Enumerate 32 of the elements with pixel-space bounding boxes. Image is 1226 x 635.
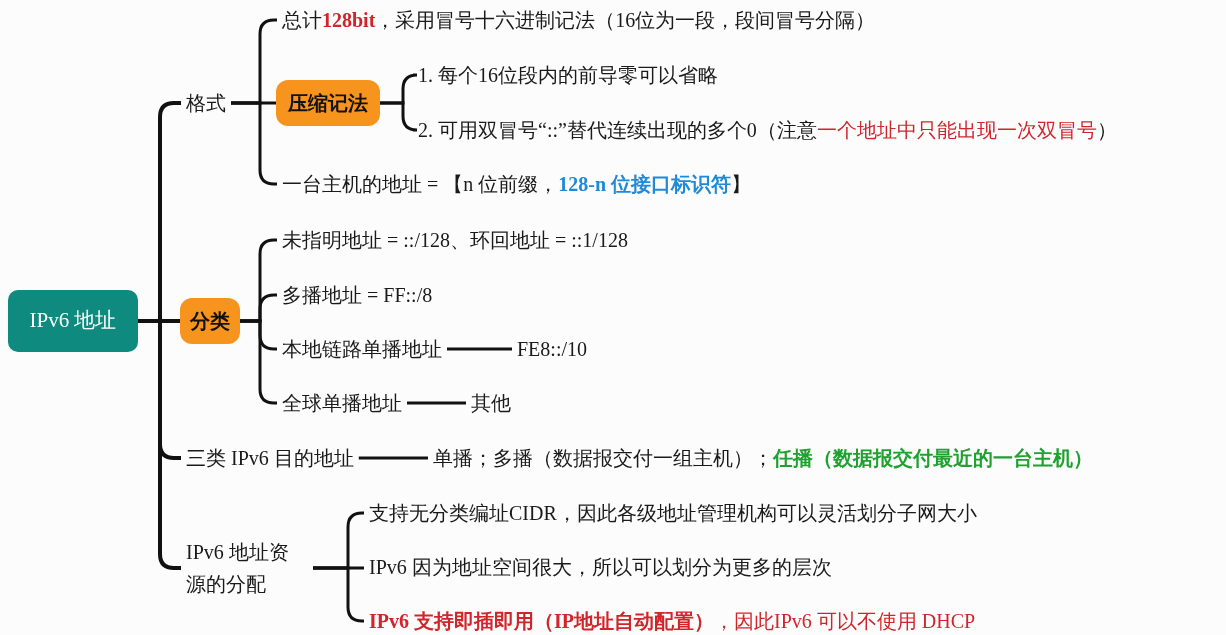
topic-box: 压缩记法: [276, 80, 380, 126]
branch-text: IPv6 地址资源的分配: [181, 536, 313, 600]
branch-text: 本地链路单播地址: [277, 336, 447, 362]
branch-text: ）: [1096, 119, 1117, 141]
highlighted-text: ，因此IPv6 可以不使用 DHCP: [714, 610, 976, 632]
branch-text: 支持无分类编址CIDR，因此各级地址管理机构可以灵活划分子网大小: [364, 500, 982, 526]
branch-text: 多播地址 = FF::/8: [277, 282, 438, 308]
highlighted-text: 128-n 位接口标识符: [558, 173, 732, 195]
connector-line: [447, 347, 512, 351]
branch-text: 1. 每个16位段内的前导零可以省略: [413, 62, 723, 88]
branch-text: 其他: [466, 390, 516, 416]
branch-text: 总计: [282, 9, 322, 31]
highlighted-text: 任播（数据报交付最近的一台主机）: [773, 447, 1093, 469]
root-topic-box: IPv6 地址: [8, 290, 138, 352]
branch-text: 2. 可用双冒号“::”替代连续出现的多个0（注意: [418, 119, 817, 141]
connector-line: [380, 101, 419, 132]
highlighted-text: IPv6 支持即插即用（IP地址自动配置）: [369, 610, 714, 632]
branch-text: FE8::/10: [512, 336, 592, 362]
branch-text: IPv6 因为地址空间很大，所以可以划分为更多的层次: [364, 554, 837, 580]
branch-text: ，采用冒号十六进制记法（16位为一段，段间冒号分隔）: [375, 9, 876, 31]
branch-text: 单播；多播（数据报交付一组主机）；: [433, 447, 773, 469]
branch-text: 三类 IPv6 目的地址: [181, 445, 359, 471]
topic-box: 分类: [180, 298, 240, 344]
branch-text: 格式: [181, 90, 231, 116]
branch-text: 未指明地址 = ::/128、环回地址 = ::1/128: [277, 227, 633, 253]
highlighted-text: 一个地址中只能出现一次双冒号: [816, 119, 1097, 141]
branch-text: 全球单播地址: [277, 390, 407, 416]
branch-text: 一台主机的地址 = 【n 位前缀，: [282, 173, 559, 195]
connector-line: [358, 456, 428, 460]
branch-text: 】: [731, 173, 752, 195]
highlighted-text: 128bit: [322, 9, 376, 31]
connector-line: [407, 401, 466, 405]
